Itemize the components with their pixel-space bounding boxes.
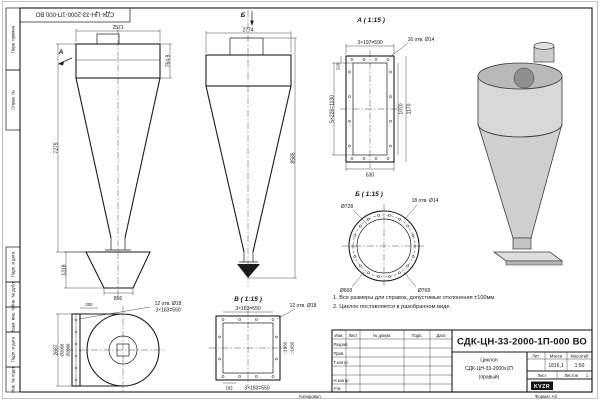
dim-v-top: 3×183=550 <box>235 306 261 312</box>
dim-volute-pitch: 3×183=550 <box>155 308 181 314</box>
tb-sheets-count: 1 <box>586 373 589 378</box>
dim-a-630: 630 <box>366 173 375 179</box>
view-a-holes-bottom <box>350 157 390 160</box>
view-v: В ( 1:15 ) 3×183=550 12 отв. Ø18 □1550 □… <box>209 296 317 392</box>
tb-col-data: Дата <box>436 333 446 338</box>
view-b: Б ( 1:15 ) Ø728 18 отв. Ø14 Ø668 Ø768 <box>340 191 439 294</box>
view-v-holes-bottom <box>221 375 275 378</box>
bottom-margin: Копировал Формат А3 <box>299 394 557 399</box>
stamp-podp-data-2: Подп. и дата <box>11 336 16 362</box>
view-b-title: Б ( 1:15 ) <box>355 191 383 198</box>
view-arrow-a-label: А <box>58 49 64 56</box>
side-view <box>75 27 161 297</box>
dim-a-1170: 1170 <box>407 103 413 114</box>
stamp-podp-data-1: Подп. и дата <box>11 251 16 277</box>
title-block: Изм. Лист № докум. Подп. Дата Разраб. Пр… <box>331 329 593 393</box>
dim-side-bottom-width: 866 <box>114 296 123 302</box>
tb-sheets-label: Листов <box>564 373 578 378</box>
front-view: Б <box>205 10 292 286</box>
notes: 1. Все размеры для справок, допустимые о… <box>333 295 496 310</box>
tb-role-razrab: Разраб. <box>334 342 349 347</box>
dim-side-top-height: 764,9 <box>166 55 172 68</box>
dim-a-226: 226 <box>336 62 341 70</box>
tb-role-nkontr: Н.контр. <box>334 378 350 383</box>
side-view-dims: 2571 А 764,9 7275 1318 866 <box>54 25 172 302</box>
dim-volute-200: 200 <box>85 302 93 307</box>
tb-role-tkontr: Т.контр. <box>334 360 349 365</box>
note-2: 2. Циклон поставляется в разобранном вид… <box>333 304 451 310</box>
tb-mass-label: Масса <box>550 354 563 359</box>
front-view-dims: 2774 8585 <box>205 28 297 279</box>
left-margin-stamps: Перв. примен. Справ. № Подп. и дата Инв.… <box>5 7 21 393</box>
view-a-holes-left <box>348 70 351 148</box>
corner-stamp: СДК-ЦН-33-2000-1П-000 ВО <box>19 7 131 23</box>
dim-side-bin-height: 1318 <box>62 264 68 275</box>
label-a-holes: 16 отв. Ø14 <box>408 37 435 43</box>
stamp-inv-podl: Инв. № подл. <box>11 366 16 393</box>
company-logo <box>531 381 553 390</box>
tb-mass-value: 1816,1 <box>548 363 564 369</box>
dim-volute-height: 2687 <box>54 344 60 355</box>
dim-b-668: Ø668 <box>340 288 352 294</box>
dim-v-sq-outer: □1650 <box>290 341 295 354</box>
tb-name-3: (правый) <box>479 374 500 381</box>
corner-doc-code: СДК-ЦН-33-2000-1П-000 ВО <box>35 11 114 17</box>
tb-scale-label: Масштаб <box>571 354 590 359</box>
volute-flange-holes <box>74 318 78 382</box>
dim-a-1070: 1070 <box>399 103 405 114</box>
stamp-inv-dubl: Инв. № дубл. <box>11 281 16 308</box>
label-v-holes: 12 отв. Ø18 <box>290 303 317 309</box>
tb-name-2: СДК-ЦН-33-2000х1П <box>465 366 513 372</box>
tb-col-podp: Подп. <box>411 333 422 338</box>
view-a-holes-top <box>350 58 390 61</box>
dim-volute-outer: Ø2006 <box>60 343 65 357</box>
format-label: Формат А3 <box>535 394 557 399</box>
stamp-vzam-inv: Взам. инв. № <box>11 306 16 333</box>
view-arrow-b-label: Б <box>241 12 246 19</box>
dim-v-bottom: 3×183=550 <box>244 386 270 392</box>
view-v-holes-right <box>275 335 278 361</box>
dim-front-width: 2774 <box>242 28 253 34</box>
view-a-title: А ( 1:15 ) <box>356 17 385 24</box>
tb-lit-label: Лит. <box>532 354 540 359</box>
view-a-holes-right <box>389 70 392 148</box>
stamp-sprav-no: Справ. № <box>11 90 16 110</box>
tb-col-list: Лист <box>348 333 357 338</box>
tb-doc-code: СДК-ЦН-33-2000-1П-000 ВО <box>457 337 587 348</box>
volute-view: 200 12 отв. Ø18 3×183=550 2687 Ø2006 Ø20… <box>54 301 182 394</box>
view-a: А ( 1:15 ) 3×197=590 16 отв. Ø14 226 5×2… <box>330 17 435 179</box>
tb-role-utv: Утв. <box>334 386 342 391</box>
label-volute-holes: 12 отв. Ø18 <box>155 301 182 307</box>
dim-b-768: Ø768 <box>418 288 430 294</box>
stamp-perv-primen: Перв. примен. <box>11 25 16 54</box>
dim-a-top: 3×197=590 <box>357 40 383 46</box>
dim-v-sq-inner: □1550 <box>283 341 288 354</box>
company-logo-text: KVZR <box>534 384 550 390</box>
view-v-title: В ( 1:15 ) <box>234 296 262 303</box>
dim-v-183: 183 <box>225 386 233 391</box>
dim-b-728: Ø728 <box>341 204 353 210</box>
dim-front-height: 8585 <box>291 152 297 163</box>
label-b-holes: 18 отв. Ø14 <box>412 198 439 204</box>
view-v-holes-left <box>218 335 221 361</box>
dim-side-height: 7275 <box>54 142 60 153</box>
iso-view <box>477 42 564 266</box>
dim-side-width: 2571 <box>112 25 123 31</box>
tb-col-dokum: № докум. <box>373 333 391 338</box>
view-v-holes-top <box>221 318 275 321</box>
tb-name-1: Циклон <box>480 358 497 364</box>
dim-volute-inner: Ø2000 <box>66 343 71 357</box>
tb-scale-value: 1:50 <box>575 363 585 369</box>
tb-sheet-label: Лист <box>537 373 546 378</box>
note-1: 1. Все размеры для справок, допустимые о… <box>333 295 496 301</box>
dim-a-left: 5×226=1130 <box>330 95 336 123</box>
kopiroval-label: Копировал <box>299 394 321 399</box>
tb-role-prov: Пров. <box>334 351 345 356</box>
tb-col-izm: Изм. <box>335 333 344 338</box>
